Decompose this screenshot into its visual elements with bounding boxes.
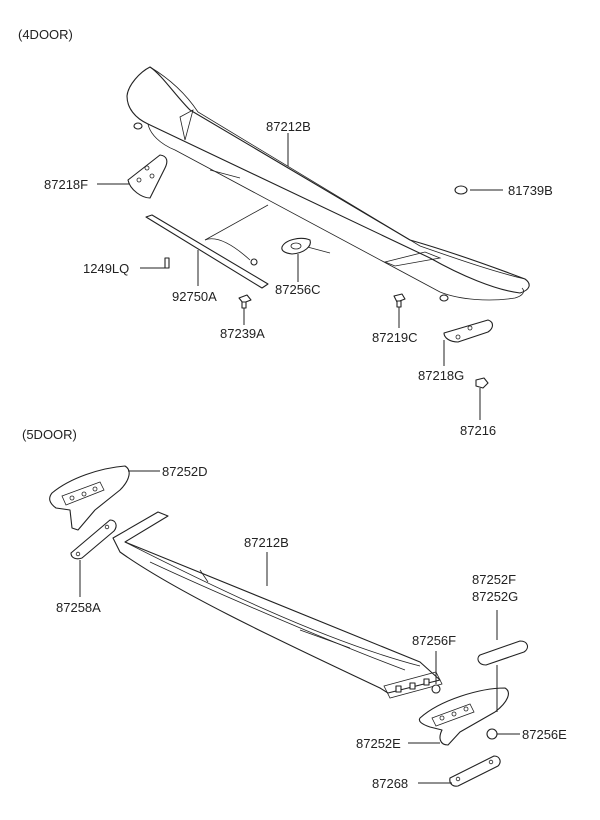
cap-81739B xyxy=(454,185,468,195)
label-87216: 87216 xyxy=(460,423,496,438)
label-87218F: 87218F xyxy=(44,177,88,192)
label-87252F: 87252F xyxy=(472,572,516,587)
endcap-87252E xyxy=(418,687,509,746)
bracket-87218G xyxy=(443,319,494,343)
label-87212B-4door: 87212B xyxy=(266,119,311,134)
nut-87216 xyxy=(475,377,489,389)
label-87252D: 87252D xyxy=(162,464,208,479)
label-87256C: 87256C xyxy=(275,282,321,297)
bracket-87268 xyxy=(449,755,501,787)
label-87239A: 87239A xyxy=(220,326,265,341)
section-title-5door: (5DOOR) xyxy=(22,427,77,442)
label-87212B-5door: 87212B xyxy=(244,535,289,550)
cap-87256F xyxy=(431,684,441,694)
lamp-92750A xyxy=(145,204,269,289)
label-1249LQ: 1249LQ xyxy=(83,261,129,276)
lamp-87252F xyxy=(477,640,529,666)
screw-1249LQ xyxy=(164,257,170,269)
endcap-87252D xyxy=(49,465,130,531)
section-title-4door: (4DOOR) xyxy=(18,27,73,42)
bracket-87218F xyxy=(127,154,168,199)
cap-87256E xyxy=(486,728,498,740)
label-87258A: 87258A xyxy=(56,600,101,615)
bolt-87219C xyxy=(393,293,406,308)
leaders-4door xyxy=(97,133,503,420)
label-87268: 87268 xyxy=(372,776,408,791)
spoiler-4door xyxy=(126,66,530,302)
pad-87256C xyxy=(281,237,311,255)
spoiler-5door xyxy=(112,511,443,699)
label-87256F: 87256F xyxy=(412,633,456,648)
lamp-clip xyxy=(250,258,258,266)
leaders-5door xyxy=(79,470,520,784)
bracket-87258A xyxy=(70,519,117,560)
bolt-87239A xyxy=(238,294,252,309)
label-81739B: 81739B xyxy=(508,183,553,198)
label-87218G: 87218G xyxy=(418,368,464,383)
label-92750A: 92750A xyxy=(172,289,217,304)
label-87256E: 87256E xyxy=(522,727,567,742)
label-87252E: 87252E xyxy=(356,736,401,751)
label-87252G: 87252G xyxy=(472,589,518,604)
label-87219C: 87219C xyxy=(372,330,418,345)
